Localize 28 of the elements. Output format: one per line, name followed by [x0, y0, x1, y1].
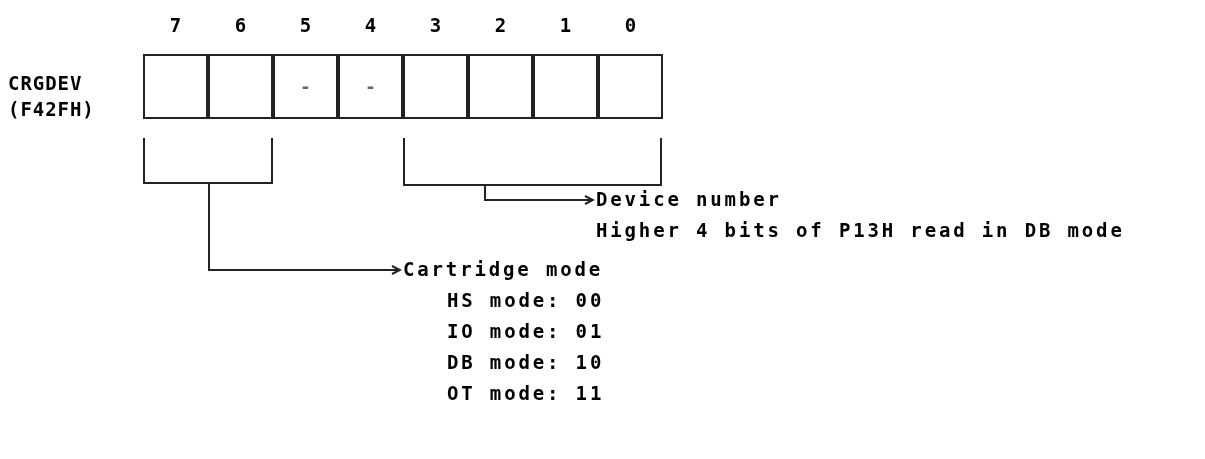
bit-cell — [143, 54, 208, 119]
bit-number: 4 — [363, 16, 378, 35]
bit-number: 2 — [493, 16, 508, 35]
field-detail: OT mode: 11 — [446, 381, 605, 406]
bit-number: 7 — [168, 16, 183, 35]
bit-cell — [403, 54, 468, 119]
bit-number: 3 — [428, 16, 443, 35]
register-name: CRGDEV (F42FH) — [8, 71, 96, 122]
bit-cell — [468, 54, 533, 119]
bit-cell: - — [338, 54, 403, 119]
field-detail: IO mode: 01 — [446, 319, 605, 344]
connector-arrow — [208, 183, 401, 275]
bracket — [143, 138, 273, 184]
connector-arrow — [484, 185, 594, 205]
field-description: Device number — [596, 187, 782, 212]
field-detail: HS mode: 00 — [446, 288, 605, 313]
bit-number: 5 — [298, 16, 313, 35]
bit-number: 0 — [623, 16, 638, 35]
bit-cell — [208, 54, 273, 119]
field-description: Cartridge mode — [403, 257, 604, 282]
bit-cell — [598, 54, 663, 119]
bit-cell: - — [273, 54, 338, 119]
bit-number: 6 — [233, 16, 248, 35]
bracket — [403, 138, 662, 186]
bit-cell — [533, 54, 598, 119]
field-detail: Higher 4 bits of P13H read in DB mode — [596, 218, 1125, 243]
bit-number: 1 — [558, 16, 573, 35]
field-detail: DB mode: 10 — [446, 350, 605, 375]
